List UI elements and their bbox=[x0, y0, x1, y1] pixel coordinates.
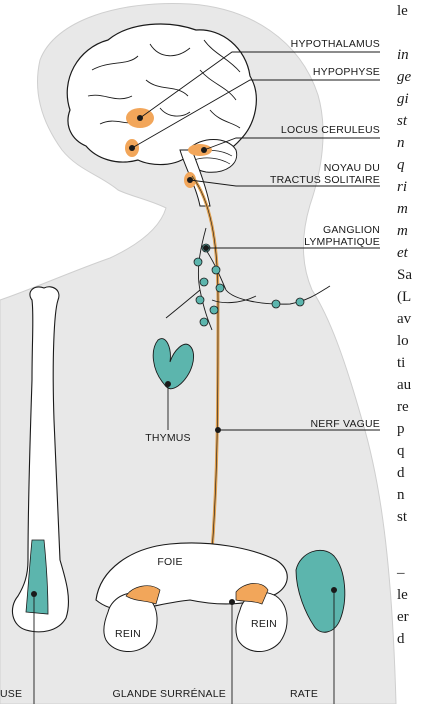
label-noyau-line1: NOYAU DU bbox=[220, 162, 380, 174]
side-text-line: – bbox=[397, 562, 423, 584]
label-ganglion-line1: GANGLION bbox=[240, 224, 380, 236]
side-text-line: q bbox=[397, 154, 423, 176]
label-rate: RATE bbox=[290, 688, 318, 700]
side-text-line: Sa bbox=[397, 264, 423, 286]
side-text-line: gi bbox=[397, 88, 423, 110]
side-text-line: et bbox=[397, 242, 423, 264]
side-text-line: in bbox=[397, 44, 423, 66]
label-rein-right: REIN bbox=[244, 618, 284, 630]
label-glande-surrenale: GLANDE SURRÉNALE bbox=[80, 688, 226, 700]
side-text-line: av bbox=[397, 308, 423, 330]
side-text-line: n bbox=[397, 132, 423, 154]
side-text-line: lo bbox=[397, 330, 423, 352]
side-text-line: (L bbox=[397, 286, 423, 308]
side-text-line: re bbox=[397, 396, 423, 418]
label-thymus: THYMUS bbox=[128, 432, 208, 444]
side-text-line: st bbox=[397, 506, 423, 528]
label-ganglion-line2: LYMPHATIQUE bbox=[240, 236, 380, 248]
side-text-line: le bbox=[397, 0, 423, 22]
side-text-line: st bbox=[397, 110, 423, 132]
side-text-line: le bbox=[397, 584, 423, 606]
side-text-line: m bbox=[397, 198, 423, 220]
side-text-line: d bbox=[397, 462, 423, 484]
label-hypophyse: HYPOPHYSE bbox=[240, 66, 380, 78]
side-text-line: ti bbox=[397, 352, 423, 374]
side-text-line: au bbox=[397, 374, 423, 396]
side-text-line: p bbox=[397, 418, 423, 440]
label-locus-ceruleus: LOCUS CERULEUS bbox=[240, 124, 380, 136]
side-text-line: m bbox=[397, 220, 423, 242]
side-text-line: d bbox=[397, 628, 423, 650]
label-noyau-line2: TRACTUS SOLITAIRE bbox=[220, 174, 380, 186]
label-rein-left: REIN bbox=[108, 628, 148, 640]
side-text-line: er bbox=[397, 606, 423, 628]
side-text-line: ge bbox=[397, 66, 423, 88]
label-hypothalamus: HYPOTHALAMUS bbox=[240, 38, 380, 50]
label-moelle: USE bbox=[0, 688, 22, 700]
side-text-line: q bbox=[397, 440, 423, 462]
label-foie: FOIE bbox=[140, 556, 200, 568]
side-text-line: ri bbox=[397, 176, 423, 198]
label-nerf-vague: NERF VAGUE bbox=[240, 418, 380, 430]
side-text-line: n bbox=[397, 484, 423, 506]
locus-ceruleus-region bbox=[188, 144, 212, 156]
